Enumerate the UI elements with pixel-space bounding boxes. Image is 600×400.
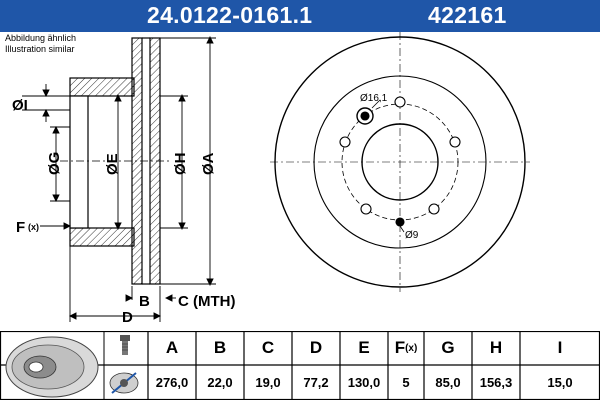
technical-drawing: ØI ØG ØE ØH ØA F (x) B C (MTH) D <box>12 32 530 326</box>
value-d: 77,2 <box>303 375 329 390</box>
header-c: C <box>261 338 275 357</box>
disc-side-section <box>60 37 170 285</box>
header-i: I <box>557 338 563 357</box>
bolt-hole <box>360 203 372 215</box>
value-i: 15,0 <box>547 375 573 390</box>
hub-icon <box>109 372 139 394</box>
value-f: 5 <box>402 375 410 390</box>
header-f-letter: F <box>394 338 406 357</box>
bolt-hole <box>428 203 440 215</box>
label-hole-16-1: Ø16,1 <box>360 93 388 104</box>
label-dim-d: D <box>122 309 133 326</box>
title-bar: 24.0122-0161.1 422161 <box>0 0 600 32</box>
label-dim-b: B <box>139 293 150 310</box>
value-g: 85,0 <box>435 375 461 390</box>
label-dim-a: ØA <box>200 152 217 175</box>
header-h: H <box>489 338 503 357</box>
spec-table: A B C D E F(x) G H I 276,0 22,0 19,0 77,… <box>0 331 600 400</box>
header-f-sub: (x) <box>405 342 418 354</box>
label-dim-f: F <box>16 219 25 236</box>
bolt-hole <box>394 96 406 108</box>
label-hole-9: Ø9 <box>405 230 419 241</box>
ate-code: 422161 <box>428 2 507 28</box>
bolt-icon <box>120 335 130 355</box>
note-line-en: Illustration similar <box>5 44 75 54</box>
bolt-holes <box>339 96 461 227</box>
bolt-hole <box>449 136 461 148</box>
header-g: G <box>441 338 455 357</box>
header-a: A <box>165 338 179 357</box>
header-d: D <box>309 338 323 357</box>
value-b: 22,0 <box>207 375 233 390</box>
large-hole-center <box>360 111 370 121</box>
part-number: 24.0122-0161.1 <box>147 2 313 28</box>
value-c: 19,0 <box>255 375 281 390</box>
value-a: 276,0 <box>155 375 189 390</box>
header-b: B <box>213 338 227 357</box>
header-e: E <box>358 338 370 357</box>
value-e: 130,0 <box>347 375 381 390</box>
label-dim-c: C (MTH) <box>178 293 235 310</box>
bolt-hole <box>339 136 351 148</box>
label-dim-i: ØI <box>12 97 28 114</box>
value-h: 156,3 <box>479 375 513 390</box>
note-line-de: Abbildung ähnlich <box>5 33 77 43</box>
label-dim-f-sub: (x) <box>28 222 39 232</box>
illustration-note: Abbildung ähnlich Illustration similar <box>5 33 76 55</box>
table-grid <box>0 331 600 400</box>
label-dim-h: ØH <box>172 153 189 176</box>
label-dim-g: ØG <box>46 152 63 175</box>
dimension-lines <box>22 35 216 322</box>
small-hole-9 <box>395 217 405 227</box>
label-dim-e: ØE <box>104 153 121 175</box>
disc-front-view <box>270 32 530 292</box>
header-f: F(x) <box>388 331 424 365</box>
disc-thumbnail <box>5 336 99 398</box>
